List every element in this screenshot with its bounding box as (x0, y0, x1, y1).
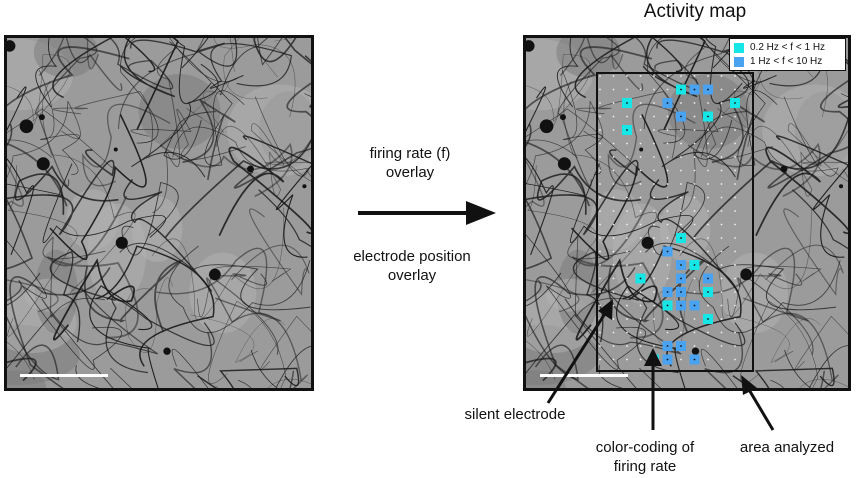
area-analyzed-label: area analyzed (739, 439, 835, 456)
electrode-position-overlay-label: electrode position overlay (353, 248, 471, 284)
main-arrow (358, 201, 496, 225)
silent-electrode-label: silent electrode (464, 406, 566, 423)
raw-microscopy-image (4, 35, 314, 391)
neuron-culture-image-overlay (526, 38, 848, 388)
legend-label: 0.2 Hz < f < 1 Hz (750, 42, 826, 53)
silent-electrode-arrow (546, 299, 613, 404)
color-coding-label: color-coding of firing rate (595, 439, 695, 475)
scale-bar (20, 374, 108, 377)
legend-swatch (734, 56, 744, 67)
neuron-culture-image (7, 38, 311, 388)
color-coding-arrow (644, 348, 662, 430)
activity-map-image (523, 35, 851, 391)
legend-label: 1 Hz < f < 10 Hz (750, 56, 823, 67)
page-title: Activity map (643, 1, 747, 22)
legend-item-low-rate: 0.2 Hz < f < 1 Hz (734, 41, 825, 54)
legend: 0.2 Hz < f < 1 Hz 1 Hz < f < 10 Hz (729, 38, 846, 71)
legend-swatch (734, 42, 744, 53)
scale-bar (540, 374, 628, 377)
firing-rate-overlay-label: firing rate (f) overlay (369, 145, 451, 181)
analyzed-area-box (596, 72, 754, 372)
area-analyzed-arrow (741, 375, 775, 431)
legend-item-high-rate: 1 Hz < f < 10 Hz (734, 55, 822, 68)
